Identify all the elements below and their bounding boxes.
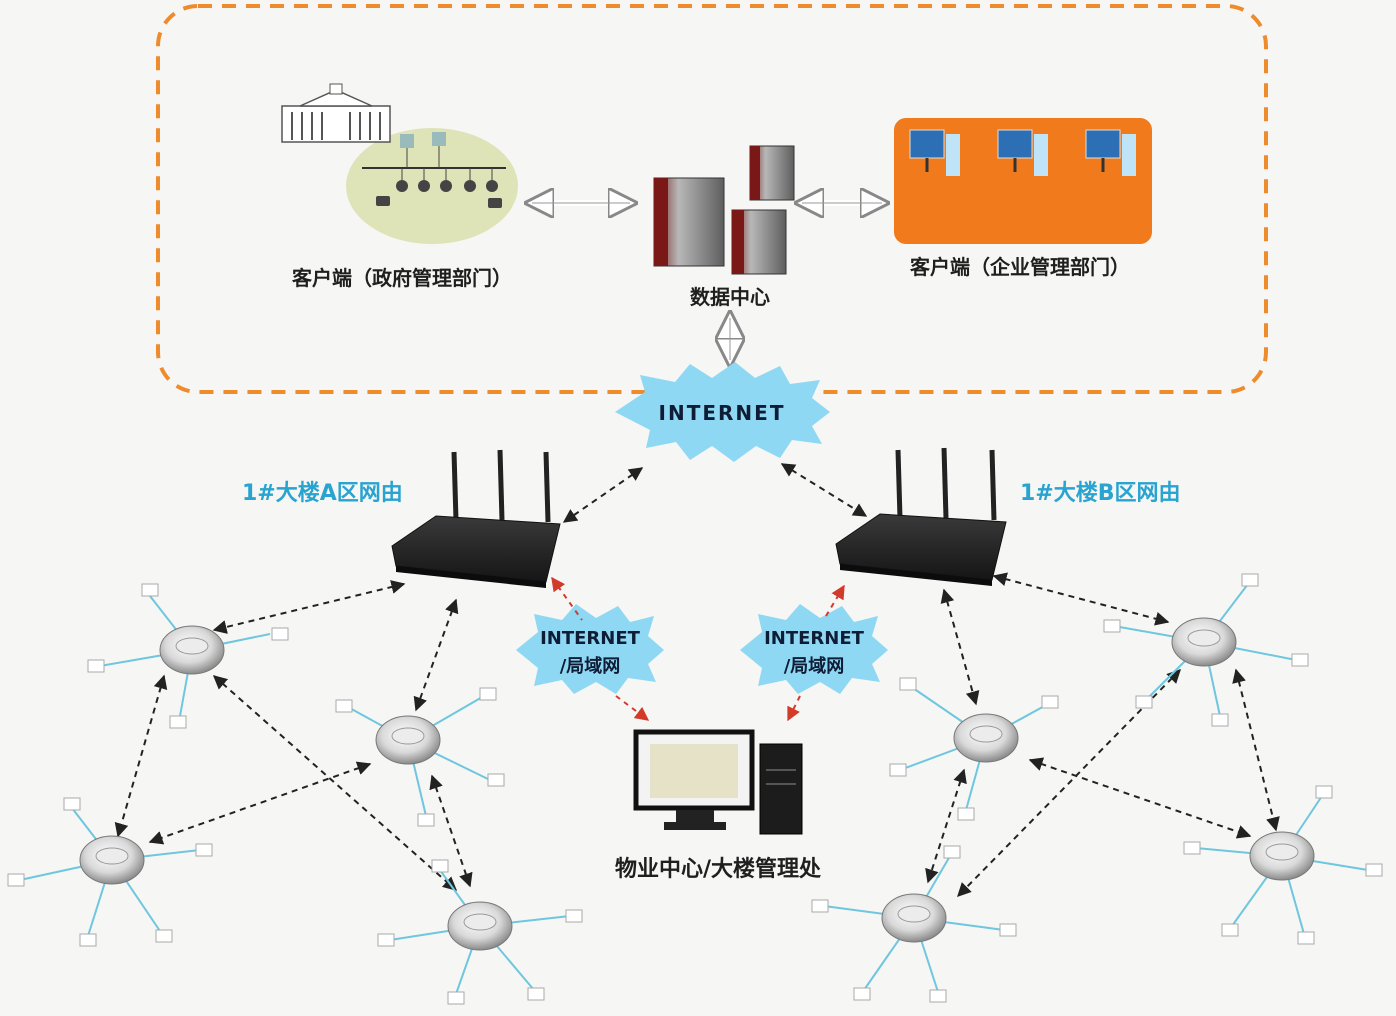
desktop-computer-icon <box>1085 129 1136 176</box>
link-router-a-cloud <box>551 576 583 621</box>
government-building-icon <box>281 83 391 143</box>
link-internet-router-b <box>780 463 868 517</box>
desktop-computer-icon <box>997 129 1048 176</box>
enterprise-client-group: 客户端（企业管理部门） <box>894 118 1152 279</box>
desktop-computer-icon <box>909 129 960 176</box>
internet-lan-cloud-right: INTERNET /局域网 <box>740 604 888 694</box>
mesh-links <box>114 572 1280 897</box>
smoke-detector-icon <box>1103 573 1309 727</box>
smoke-detector-icon <box>335 687 505 827</box>
smoke-detector-icon <box>811 845 1017 1003</box>
wireless-router-icon <box>835 447 1007 586</box>
sensor-nodes <box>7 573 1383 1005</box>
link-internet-router-a <box>562 467 644 523</box>
gov-device-icons <box>376 132 502 208</box>
gov-network-ellipse <box>346 128 518 244</box>
server-tower-icon <box>653 177 725 267</box>
property-center-label: 物业中心/大楼管理处 <box>615 856 821 882</box>
internet-main-label: INTERNET <box>659 401 786 425</box>
smoke-detector-icon <box>1183 785 1383 945</box>
internet-cloud-main: INTERNET <box>615 362 830 462</box>
internet-lan-cloud-left: INTERNET /局域网 <box>516 604 664 694</box>
enterprise-client-label: 客户端（企业管理部门） <box>909 255 1130 279</box>
cloud-right-line1: INTERNET <box>764 628 865 649</box>
smoke-detector-icon <box>87 583 289 729</box>
link-cloud-right-property <box>787 695 801 722</box>
router-a-label: 1#大楼A区网由 <box>242 481 403 506</box>
property-workstation-icon <box>633 729 803 835</box>
router-b-label: 1#大楼B区网由 <box>1020 481 1181 506</box>
smoke-detector-icon <box>889 677 1059 821</box>
wireless-router-icon <box>391 449 561 588</box>
server-tower-icon <box>731 209 787 275</box>
smoke-detector-icon <box>377 859 583 1005</box>
cloud-left-line2: /局域网 <box>560 655 621 677</box>
link-cloud-left-property <box>615 695 650 721</box>
smoke-detector-icon <box>7 797 213 947</box>
cloud-right-line2: /局域网 <box>784 655 845 677</box>
data-center-label: 数据中心 <box>690 285 770 309</box>
data-center-group: 数据中心 <box>653 145 795 309</box>
cloud-left-line1: INTERNET <box>540 628 641 649</box>
gov-client-label: 客户端（政府管理部门） <box>291 266 512 290</box>
gov-client-group: 客户端（政府管理部门） <box>281 83 518 290</box>
server-tower-icon <box>749 145 795 201</box>
